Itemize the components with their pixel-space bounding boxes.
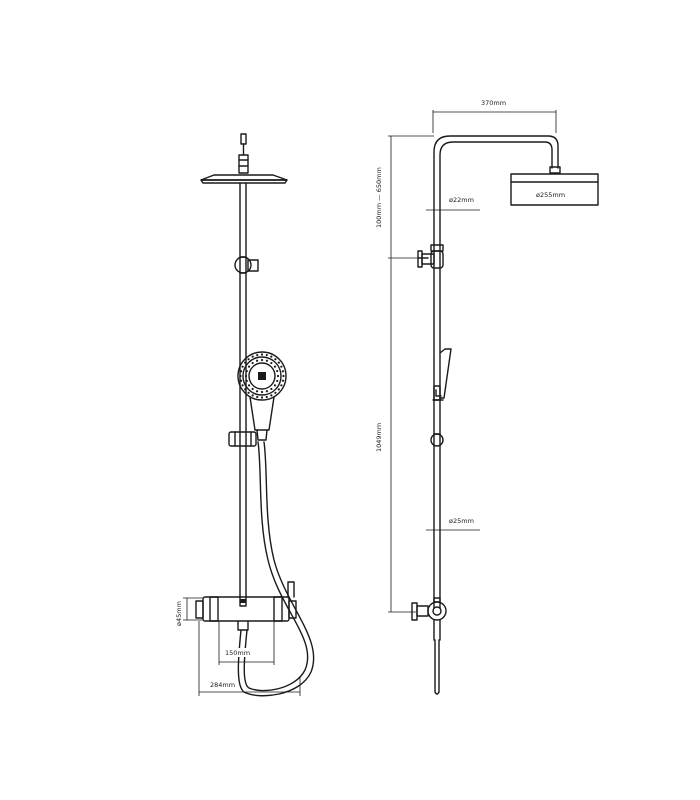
side-view: ø255mm 370mm 100mm — 650mm 1049mm ø22mm <box>375 99 599 695</box>
center-distance-dimension: 150mm <box>218 621 275 665</box>
nozzle-dot <box>255 390 259 393</box>
nozzle-dot <box>276 379 279 383</box>
height-dimensions: 100mm — 650mm 1049mm <box>375 135 434 613</box>
nozzle-dot <box>260 396 264 399</box>
nozzle-dot <box>273 384 277 387</box>
center-distance-label: 150mm <box>225 649 250 657</box>
nozzle-dot <box>280 384 283 387</box>
nozzle-dot <box>247 384 251 387</box>
nozzle-dot <box>251 387 254 391</box>
nozzle-dot <box>260 390 264 394</box>
lower-pipe-diameter-label: ø25mm <box>449 517 474 525</box>
nozzle-dot <box>256 353 259 357</box>
nozzle-dot <box>251 394 254 397</box>
nozzle-dot <box>244 374 248 378</box>
nozzle-dot <box>239 374 242 378</box>
nozzle-dot <box>245 379 248 383</box>
rain-shower-head-front <box>200 174 288 184</box>
nozzle-dot <box>270 387 273 391</box>
height-range-label: 100mm — 650mm <box>375 167 383 228</box>
mixer-diameter-label: ø45mm <box>175 601 183 626</box>
shower-arm-side <box>433 135 561 246</box>
front-view: ø45mm 150mm 284mm <box>175 133 315 697</box>
lower-pipe-diameter-dimension: ø25mm <box>426 517 480 531</box>
nozzle-dot <box>244 361 247 364</box>
nozzle-dot <box>255 359 259 362</box>
nozzle-dot <box>241 365 244 368</box>
nozzle-dot <box>274 358 277 361</box>
nozzle-dot <box>270 361 273 365</box>
nozzle-dot <box>256 395 259 399</box>
nozzle-dot <box>282 374 285 378</box>
nozzle-dot <box>244 388 247 391</box>
upper-pipe-diameter-label: ø22mm <box>449 196 474 204</box>
nozzle-dot <box>274 391 277 394</box>
nozzle-dot <box>260 358 264 362</box>
wall-bracket-side <box>417 250 444 269</box>
thermostatic-mixer-side <box>411 597 447 695</box>
slide-holder-side <box>430 433 444 447</box>
nozzle-dot <box>276 374 280 378</box>
arm-width-dimension: 370mm <box>432 99 557 133</box>
nozzle-dot <box>277 361 280 364</box>
nozzle-dot <box>251 355 254 358</box>
nozzle-dot <box>265 395 268 399</box>
total-height-label: 1049mm <box>375 423 383 452</box>
nozzle-dot <box>241 384 244 387</box>
nozzle-dot <box>277 388 280 391</box>
nozzle-dot <box>273 365 277 368</box>
nozzle-dot <box>280 365 283 368</box>
slide-holder-front <box>228 431 257 447</box>
nozzle-dot <box>265 353 268 357</box>
nozzle-dot <box>276 369 279 373</box>
hand-shower-front <box>237 351 287 441</box>
nozzle-dot <box>239 370 243 373</box>
nozzle-dot <box>260 353 264 356</box>
nozzle-dot <box>245 369 248 373</box>
shower-head-diameter-label: ø255mm <box>536 191 565 199</box>
nozzle-dot <box>270 355 273 358</box>
nozzle-dot <box>251 361 254 365</box>
nozzle-dot <box>270 394 273 397</box>
nozzle-dot <box>265 359 269 362</box>
upper-pipe-diameter-dimension: ø22mm <box>426 196 480 211</box>
wall-bracket-front <box>234 256 259 274</box>
shower-hose-front <box>237 441 315 697</box>
rain-shower-head-side: ø255mm <box>510 173 599 206</box>
nozzle-dot <box>247 358 250 361</box>
overhead-shower-connector <box>238 133 249 174</box>
nozzle-dot <box>247 365 251 368</box>
thermostatic-mixer-front <box>195 581 297 631</box>
mixer-width-label: 284mm <box>210 681 235 689</box>
nozzle-dot <box>281 379 285 382</box>
nozzle-dot <box>239 379 243 382</box>
mixer-width-dimension: 284mm <box>198 621 301 696</box>
hand-shower-side <box>432 348 452 401</box>
riser-pipe-side <box>430 244 444 609</box>
arm-width-label: 370mm <box>481 99 506 107</box>
nozzle-dot <box>265 390 269 393</box>
nozzle-dot <box>281 370 285 373</box>
hand-shower-nozzles <box>239 353 285 399</box>
mixer-height-dimension: ø45mm <box>175 597 203 626</box>
nozzle-dot <box>247 391 250 394</box>
